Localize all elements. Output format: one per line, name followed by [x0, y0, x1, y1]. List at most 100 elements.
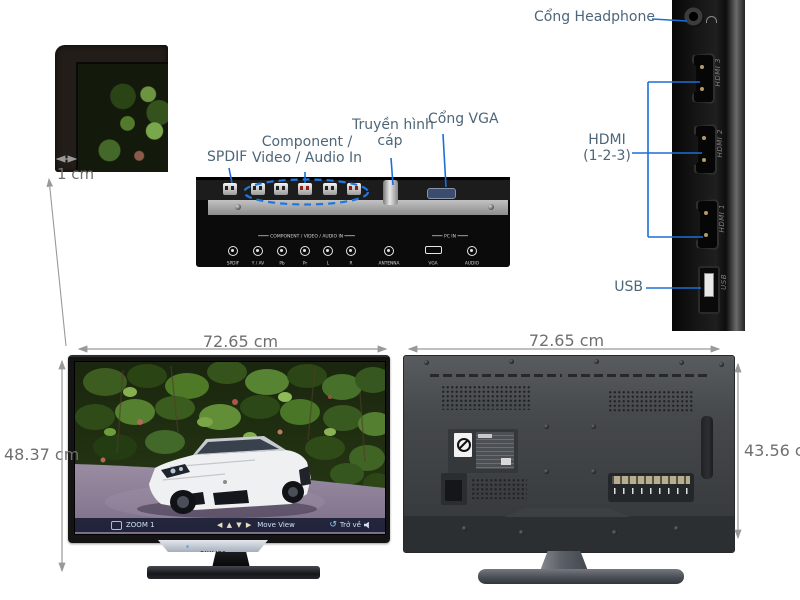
bezel-closeup-screen-corner [76, 62, 168, 172]
nav-arrows-icon: ◀ ▲ ▼ ▶ [217, 521, 253, 529]
rca-jack-icon [346, 246, 356, 256]
power-inlet-recess [441, 473, 467, 505]
hdmi1-label: HDMI 1 [718, 204, 726, 233]
screw-icon [424, 360, 429, 365]
handle-recess [701, 416, 713, 479]
tv-screen: ZOOM 1 ◀ ▲ ▼ ▶ Move View ↺ Trở về [74, 361, 386, 535]
vent-grid-right [608, 390, 693, 413]
legend-yav: Y / AV [241, 241, 275, 268]
rear-ports-recess [608, 473, 694, 502]
legend-pb: Pb [265, 241, 299, 268]
front-stand-neck [212, 552, 250, 568]
brand-strip: PHILIPS [158, 540, 268, 552]
osd-back-label: Trở về [339, 521, 361, 529]
label-cable-tv: Truyền hình cáp [352, 117, 434, 149]
hdmi1-port [696, 199, 719, 250]
metal-strip [208, 200, 508, 215]
front-width-dimension: 72.65 cm [202, 332, 279, 351]
rca-connector-l [323, 183, 337, 195]
osd-nav-group: ◀ ▲ ▼ ▶ Move View [217, 521, 295, 529]
certification-sticker [454, 433, 472, 457]
front-height-dimension: 48.37 cm [4, 445, 80, 464]
rca-jack-icon [228, 246, 238, 256]
back-width-dimension: 72.65 cm [528, 331, 605, 350]
osd-zoom-label: ZOOM 1 [126, 521, 155, 529]
label-component: Component / Video / Audio In [251, 134, 363, 166]
screw-icon [719, 362, 724, 367]
label-zone [448, 429, 518, 473]
spec-label-sticker [476, 432, 514, 469]
return-icon: ↺ [329, 519, 337, 530]
rca-connector-pr [298, 183, 312, 195]
osd-right-group: ↺ Trở về [329, 519, 371, 530]
legend-spdif: SPDIF [216, 241, 250, 268]
legend-vga: VGA [416, 241, 450, 268]
speaker-icon [364, 521, 369, 529]
foliage [75, 362, 385, 495]
antenna-connector [383, 180, 398, 205]
bezel-pointer-line [46, 177, 67, 347]
back-height-dimension: 43.56 cm [744, 441, 800, 460]
legend-pr: Pr [288, 241, 322, 268]
hdmi2-port [694, 124, 717, 175]
label-usb: USB [614, 279, 643, 295]
group-label-pcin: PC IN [430, 234, 469, 239]
legend-l: L [311, 241, 345, 268]
usb-port [698, 266, 720, 314]
usb-port-label: USB [720, 274, 728, 290]
front-stand-base [147, 566, 320, 579]
vesa-hole [591, 469, 596, 474]
antenna-jack-icon [384, 246, 394, 256]
vesa-hole [591, 424, 596, 429]
side-panel-photo: HDMI 3 HDMI 2 HDMI 1 USB [672, 0, 745, 331]
bottom-band [404, 508, 734, 552]
rca-jack-icon [253, 246, 263, 256]
screen-image-lamborghini [75, 362, 385, 534]
label-hdmi: HDMI (1-2-3) [583, 132, 631, 164]
headphone-jack [683, 7, 704, 28]
bottom-bump [504, 508, 630, 517]
legend-audio: AUDIO [455, 241, 489, 268]
screw-icon [488, 204, 494, 210]
screw-icon [509, 359, 514, 364]
back-stand-base [478, 569, 684, 584]
rca-jack-icon [467, 246, 477, 256]
hdmi3-label: HDMI 3 [714, 58, 722, 87]
vent-grid-small [471, 478, 527, 499]
spdif-connector [223, 183, 237, 195]
rear-ports-closeup: COMPONENT / VIDEO / AUDIO IN PC IN SPDIF… [196, 177, 510, 267]
screw-icon [679, 360, 684, 365]
rca-connector-pb [274, 183, 288, 195]
car [137, 436, 317, 518]
tv-back-view [403, 355, 735, 553]
osd-move-label: Move View [257, 521, 295, 529]
headphone-icon [706, 16, 717, 23]
vent-slots [568, 374, 708, 377]
tv-front-view: ZOOM 1 ◀ ▲ ▼ ▶ Move View ↺ Trở về [68, 355, 390, 543]
zoom-frame-icon [111, 520, 122, 530]
screw-icon [612, 530, 617, 535]
rca-jack-icon [300, 246, 310, 256]
legend-antenna: ANTENNA [372, 241, 406, 268]
crossed-circle-icon [457, 438, 471, 452]
vent-grid-left [441, 385, 531, 410]
vesa-hole [544, 469, 549, 474]
legend-r: R [334, 241, 368, 268]
label-headphone: Cổng Headphone [534, 9, 655, 25]
label-vga: Cổng VGA [428, 111, 499, 127]
power-led [186, 545, 189, 548]
screw-icon [519, 530, 524, 535]
rca-jack-icon [323, 246, 333, 256]
bezel-width-dimension: 1 cm [57, 165, 95, 183]
osd-zoom-group: ZOOM 1 [111, 520, 155, 530]
brand-logo: PHILIPS [199, 550, 227, 557]
screw-icon [462, 526, 467, 531]
rca-jack-icon [277, 246, 287, 256]
bezel-closeup-photo [55, 45, 168, 172]
group-label-component: COMPONENT / VIDEO / AUDIO IN [257, 234, 357, 239]
vga-connector [427, 188, 456, 199]
osd-bar: ZOOM 1 ◀ ▲ ▼ ▶ Move View ↺ Trở về [75, 518, 385, 532]
vga-icon [424, 246, 442, 254]
back-stand-neck [540, 551, 588, 571]
